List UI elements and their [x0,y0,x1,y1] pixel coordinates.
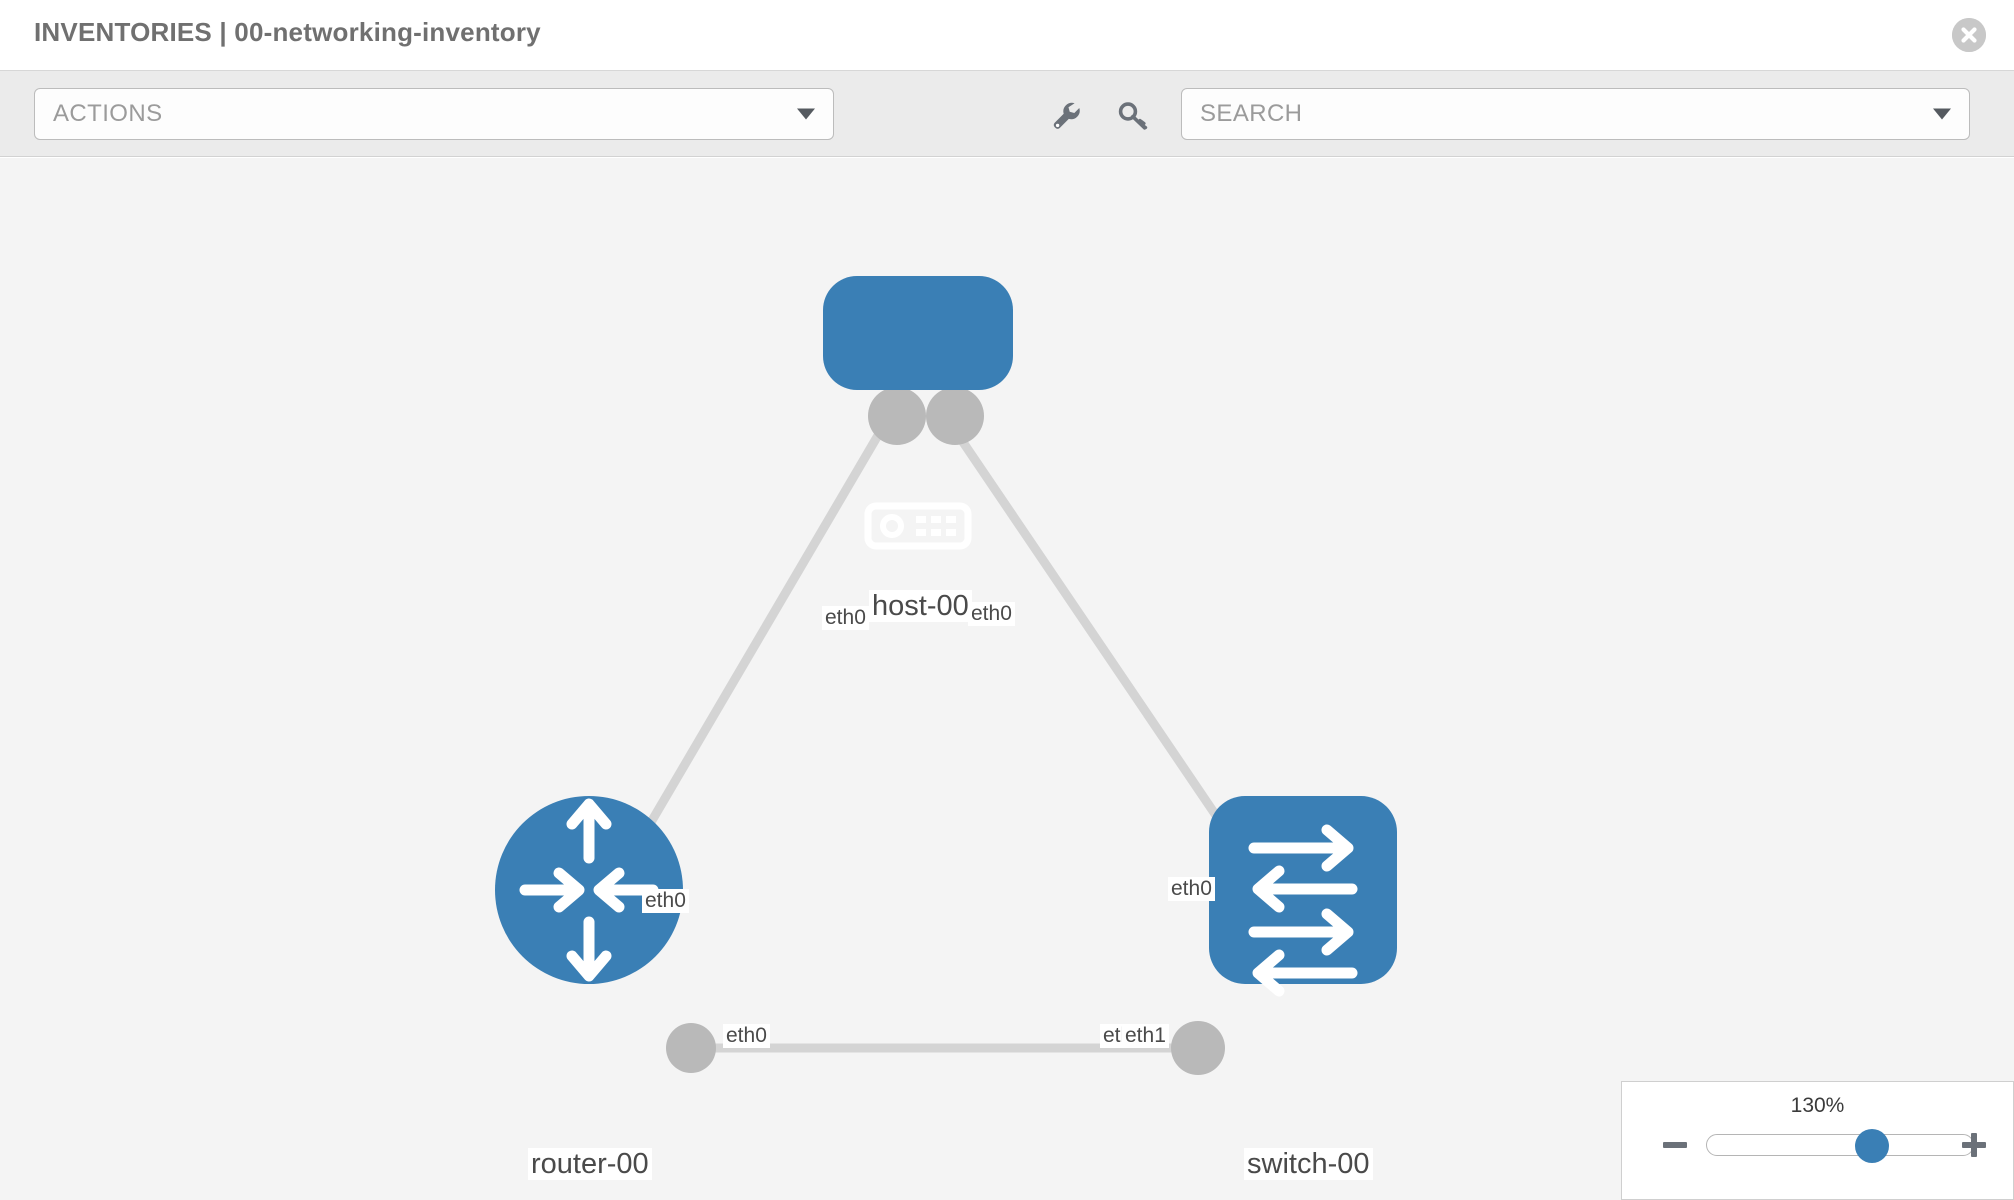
actions-dropdown[interactable]: ACTIONS [34,88,834,140]
page-header: INVENTORIES | 00-networking-inventory [0,0,2014,71]
edge-label-host-right: eth0 [968,602,1015,627]
zoom-slider[interactable] [1706,1129,1974,1163]
port-host-left [868,387,926,445]
search-input-label: SEARCH [1200,100,1303,127]
chevron-down-icon [797,108,815,120]
edge-label-switch-up: eth0 [1168,877,1215,902]
router-icon [519,798,659,982]
edge-label-switch-left-eth1: eth1 [1122,1024,1169,1049]
port-host-right [926,387,984,445]
edge-label-router-up: eth0 [642,889,689,914]
node-switch-00 [1209,796,1397,997]
topology-canvas[interactable]: eth0 eth0 eth0 eth0 eth0 eth0 eth1 host-… [0,158,2014,1200]
node-host-00 [823,276,1013,550]
wrench-icon[interactable] [1049,99,1083,133]
minus-icon[interactable] [1660,1130,1690,1160]
edge-host-switch [944,417,1242,851]
topology-ports [666,387,1263,1075]
node-label-switch-00: switch-00 [1244,1148,1373,1181]
zoom-control: 130% [1621,1081,2014,1200]
edge-host-router [626,417,891,861]
search-input[interactable]: SEARCH [1181,88,1970,140]
actions-dropdown-label: ACTIONS [53,100,163,127]
node-router-00 [495,796,683,984]
node-label-host-00: host-00 [869,590,972,623]
port-switch-lower-left [1171,1021,1225,1075]
zoom-slider-thumb[interactable] [1855,1129,1889,1163]
close-icon[interactable] [1952,18,1986,52]
topology-edges [626,417,1242,1053]
toolbar: ACTIONS SEARCH [0,71,2014,157]
port-router-right [666,1023,716,1073]
edge-label-host-left: eth0 [822,606,869,631]
node-label-router-00: router-00 [528,1148,652,1181]
switch-icon [1248,824,1358,997]
key-icon[interactable] [1116,99,1150,133]
server-icon [864,502,972,550]
chevron-down-icon [1933,108,1951,120]
plus-icon[interactable] [1959,1130,1989,1160]
edge-label-router-right: eth0 [723,1024,770,1049]
zoom-level-value: 130% [1790,1094,1845,1117]
page-title: INVENTORIES | 00-networking-inventory [34,17,541,47]
